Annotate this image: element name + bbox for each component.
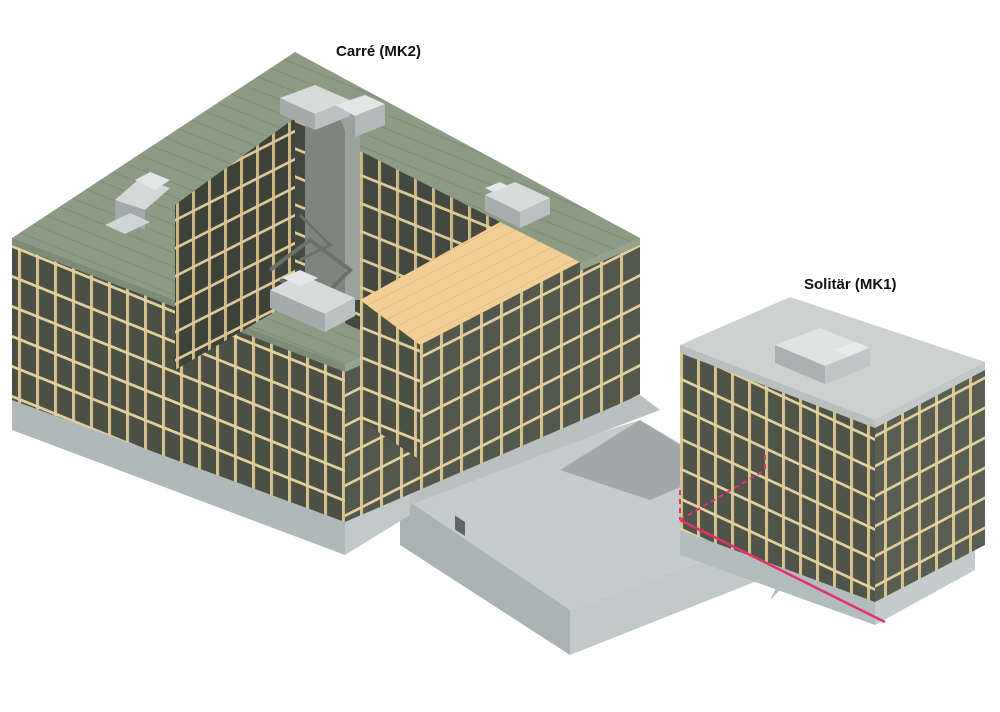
label-solitaer-mk1: Solitär (MK1) xyxy=(804,276,897,293)
rooftop-core-east xyxy=(485,182,550,228)
rooftop-core-south xyxy=(270,270,355,332)
rooftop-core-west xyxy=(105,172,170,234)
building-carre-mk2 xyxy=(12,52,660,555)
building-solitaer-mk1 xyxy=(679,297,985,625)
rooftop-core-north xyxy=(280,85,385,137)
label-carre-mk2: Carré (MK2) xyxy=(336,43,422,60)
